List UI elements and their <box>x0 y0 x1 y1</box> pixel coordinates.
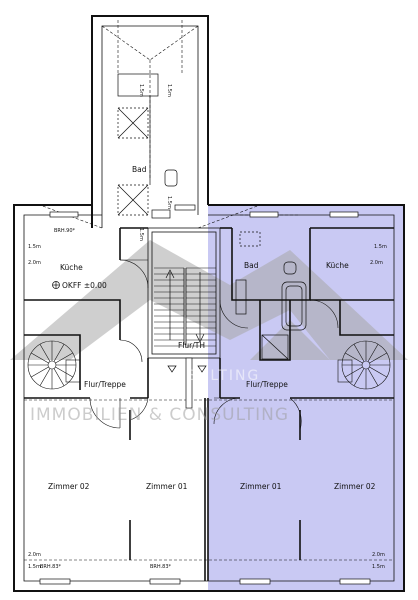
room-label-flur-th: Flur/TH <box>178 341 205 350</box>
dim-brh-zimmer-mid: BRH.83* <box>150 564 172 570</box>
spiral-stair-step <box>55 366 73 378</box>
watermark-line2: IMMOBILIEN & CONSULTING <box>30 405 289 425</box>
bad-top-fixtures <box>117 73 178 219</box>
dim-15-kueche: 1.5m <box>28 244 41 250</box>
windows <box>39 204 371 585</box>
spiral-stair-step <box>53 344 65 362</box>
dim-15-bad-d: 1.5m <box>138 228 144 241</box>
room-label-kueche-left: Küche <box>60 263 83 272</box>
spiral-stair-step <box>369 366 387 378</box>
spiral-stair-step <box>55 352 73 364</box>
spiral-stair-step <box>367 344 379 362</box>
spiral-stair-step <box>353 344 365 362</box>
room-label-flur-treppe-right: Flur/Treppe <box>246 380 288 389</box>
dim-20-zimmer-left: 2.0m <box>28 552 41 558</box>
stair-steps <box>154 267 216 347</box>
spiral-stair-step <box>31 366 49 378</box>
room-label-flur-treppe-left: Flur/Treppe <box>84 380 126 389</box>
spiral-stair-step <box>39 368 51 386</box>
level-marker <box>52 281 60 289</box>
dim-15-zimmer-left: 1.5m <box>28 564 41 570</box>
spiral-stair-step <box>53 368 65 386</box>
bad-right-fixtures <box>235 231 307 360</box>
room-label-zimmer-02-left: Zimmer 02 <box>48 482 90 491</box>
spiral-stair-step <box>369 352 387 364</box>
dim-15-kueche-right: 1.5m <box>374 244 387 250</box>
outer-walls <box>13 15 405 592</box>
spiral-stair-step <box>31 352 49 364</box>
room-label-zimmer-01-left: Zimmer 01 <box>146 482 188 491</box>
dim-20-zimmer-right: 2.0m <box>372 552 385 558</box>
dim-brh-kueche: BRH.90* <box>54 228 76 234</box>
spiral-stair-step <box>345 366 363 378</box>
dim-20-kueche-right: 2.0m <box>370 260 383 266</box>
spiral-stair-step <box>353 368 365 386</box>
dim-15-bad-a: 1.5m <box>138 84 144 97</box>
dim-15-zimmer-right: 1.5m <box>372 564 385 570</box>
door-swings <box>89 259 339 431</box>
level-mark-label: OKFF ±0.00 <box>62 281 107 290</box>
dim-15-bad-c: 1.5m <box>166 196 172 209</box>
dim-15-bad-b: 1.5m <box>166 84 172 97</box>
spiral-stair-left <box>27 340 81 390</box>
room-label-zimmer-01-right: Zimmer 01 <box>240 482 282 491</box>
dim-20-kueche: 2.0m <box>28 260 41 266</box>
room-label-bad-top: Bad <box>132 165 147 174</box>
stair-arrows <box>165 269 207 373</box>
stairwell <box>147 227 221 359</box>
spiral-stair-step <box>345 352 363 364</box>
spiral-stair-right <box>337 340 391 390</box>
watermark-line1: CONSULTING <box>150 368 260 384</box>
stairwell-landing-gap <box>185 357 193 409</box>
spiral-stair-step <box>367 368 379 386</box>
spiral-stair-step <box>39 344 51 362</box>
inner-outline <box>23 25 395 582</box>
room-label-zimmer-02-right: Zimmer 02 <box>334 482 376 491</box>
dim-brh-zimmer-left: BRH.83* <box>40 564 62 570</box>
room-label-bad-right: Bad <box>244 261 259 270</box>
room-label-kueche-right: Küche <box>326 261 349 270</box>
